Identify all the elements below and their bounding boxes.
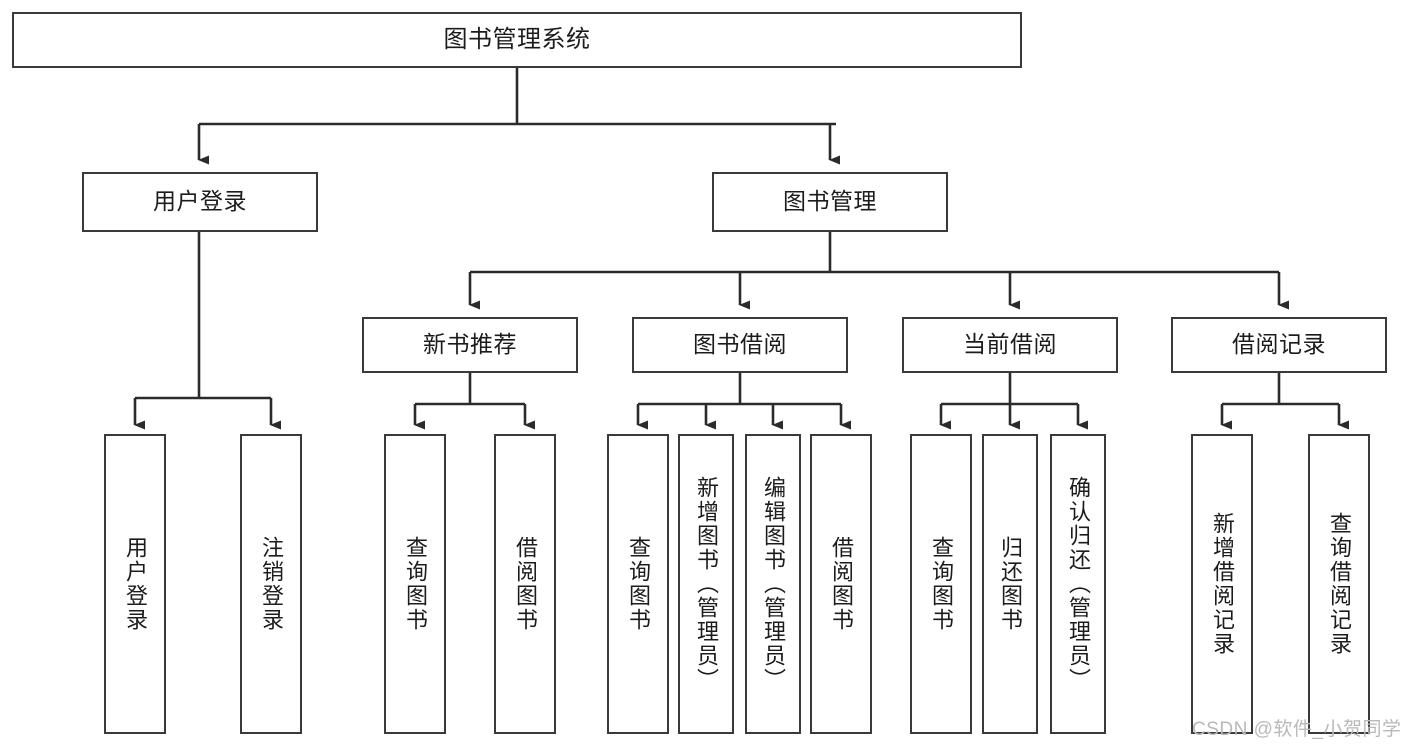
- leaf-node-query-books-current-label: 查询图书: [928, 536, 954, 632]
- leaf-node-edit-book-admin-label: 编辑图书（管理员）: [760, 476, 786, 692]
- leaf-node-query-books-newbook-label: 查询图书: [402, 536, 428, 632]
- node-current-borrowing[interactable]: 当前借阅: [902, 317, 1118, 373]
- node-user-login-label: 用户登录: [153, 188, 247, 215]
- leaf-node-edit-book-admin[interactable]: 编辑图书（管理员）: [745, 434, 801, 734]
- node-user-login[interactable]: 用户登录: [82, 172, 318, 232]
- leaf-node-query-books-borrow-label: 查询图书: [625, 536, 651, 632]
- leaf-node-borrow-books[interactable]: 借阅图书: [810, 434, 872, 734]
- node-current-borrowing-label: 当前借阅: [963, 331, 1057, 358]
- leaf-node-query-borrow-record[interactable]: 查询借阅记录: [1308, 434, 1370, 734]
- node-borrow-records[interactable]: 借阅记录: [1171, 317, 1387, 373]
- leaf-node-borrow-books-newbook-label: 借阅图书: [512, 536, 538, 632]
- node-book-management[interactable]: 图书管理: [712, 172, 948, 232]
- node-borrow-records-label: 借阅记录: [1232, 331, 1326, 358]
- node-book-borrowing-label: 图书借阅: [693, 331, 787, 358]
- leaf-node-add-borrow-record[interactable]: 新增借阅记录: [1191, 434, 1253, 734]
- leaf-node-add-borrow-record-label: 新增借阅记录: [1209, 512, 1235, 656]
- leaf-node-confirm-return-admin-label: 确认归还（管理员）: [1065, 476, 1091, 692]
- leaf-node-query-books-newbook[interactable]: 查询图书: [384, 434, 446, 734]
- leaf-node-logout[interactable]: 注销登录: [240, 434, 302, 734]
- leaf-node-user-login-label: 用户登录: [122, 536, 148, 632]
- node-book-borrowing[interactable]: 图书借阅: [632, 317, 848, 373]
- leaf-node-add-book-admin[interactable]: 新增图书（管理员）: [678, 434, 734, 734]
- node-new-book-recommendation-label: 新书推荐: [423, 331, 517, 358]
- node-root[interactable]: 图书管理系统: [12, 12, 1022, 68]
- leaf-node-return-books-label: 归还图书: [997, 536, 1023, 632]
- leaf-node-logout-label: 注销登录: [258, 536, 284, 632]
- leaf-node-borrow-books-newbook[interactable]: 借阅图书: [494, 434, 556, 734]
- leaf-node-query-borrow-record-label: 查询借阅记录: [1326, 512, 1352, 656]
- node-new-book-recommendation[interactable]: 新书推荐: [362, 317, 578, 373]
- leaf-node-borrow-books-label: 借阅图书: [828, 536, 854, 632]
- csdn-watermark: CSDN @软件_小贺同学: [1192, 719, 1402, 740]
- leaf-node-user-login[interactable]: 用户登录: [104, 434, 166, 734]
- leaf-node-add-book-admin-label: 新增图书（管理员）: [693, 476, 719, 692]
- node-root-label: 图书管理系统: [443, 25, 591, 53]
- leaf-node-query-books-current[interactable]: 查询图书: [910, 434, 972, 734]
- leaf-node-confirm-return-admin[interactable]: 确认归还（管理员）: [1050, 434, 1106, 734]
- node-book-management-label: 图书管理: [783, 188, 877, 215]
- leaf-node-return-books[interactable]: 归还图书: [982, 434, 1038, 734]
- leaf-node-query-books-borrow[interactable]: 查询图书: [607, 434, 669, 734]
